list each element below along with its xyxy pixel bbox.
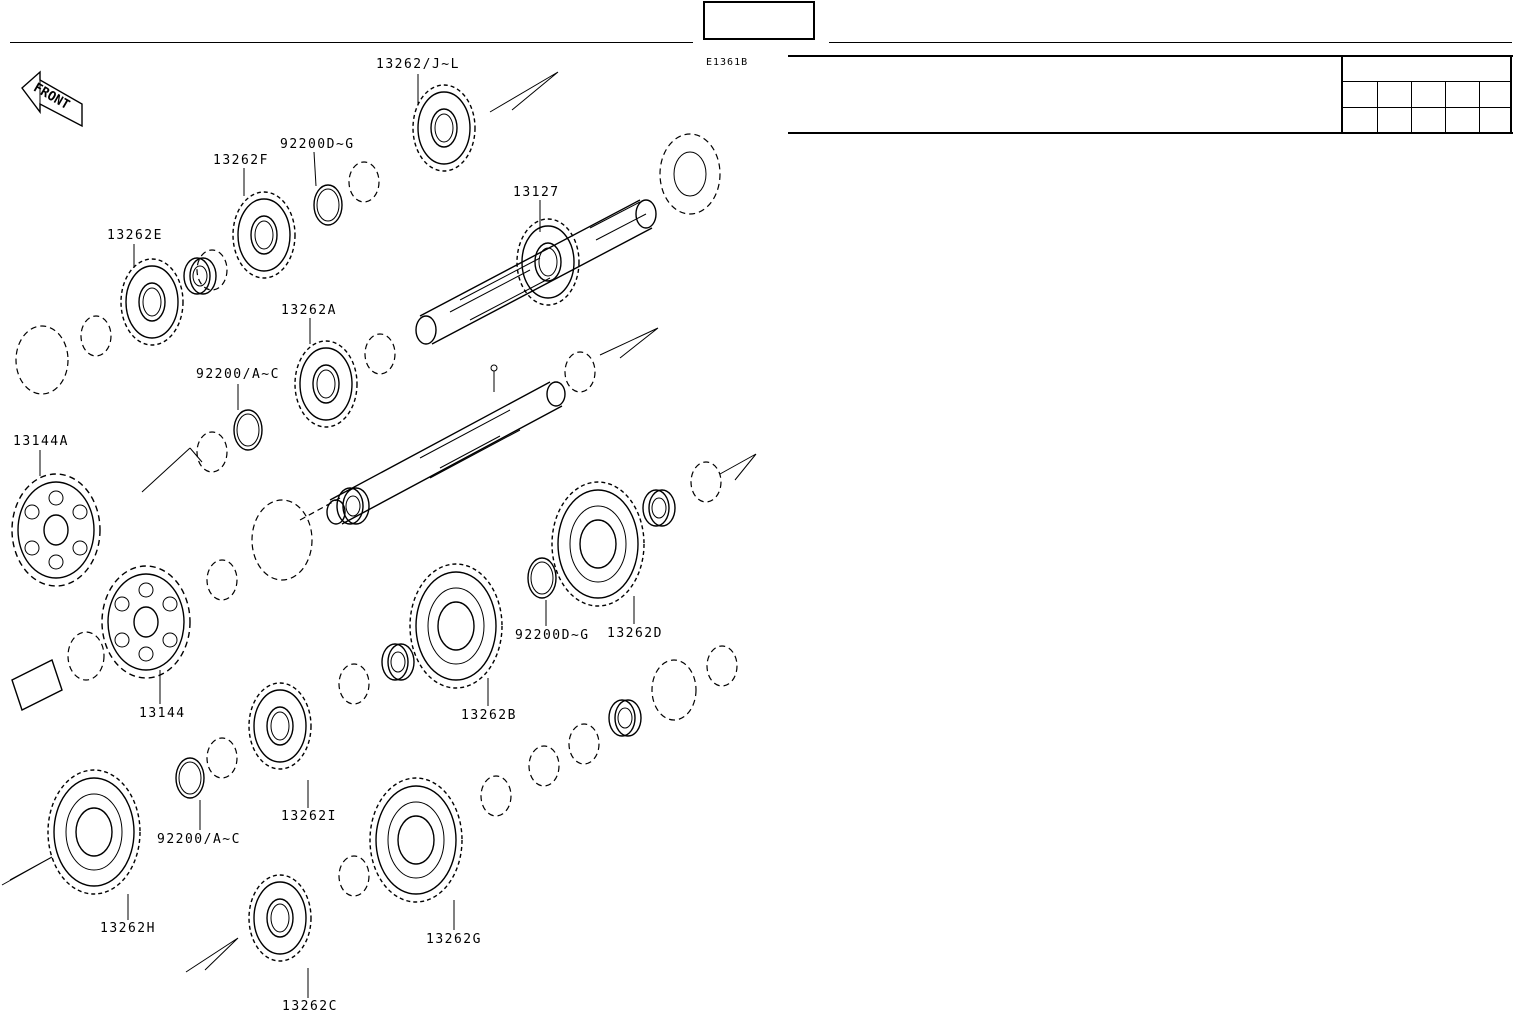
part-label-92200ac-bot: 92200/A~C xyxy=(157,832,241,847)
reference-box xyxy=(703,1,815,40)
part-label-92200dg-top: 92200D~G xyxy=(280,137,355,152)
part-label-13262f: 13262F xyxy=(213,153,269,168)
part-label-13262b: 13262B xyxy=(461,708,517,723)
info-table xyxy=(788,55,1513,134)
part-label-92200dg-mid: 92200D~G xyxy=(515,628,590,643)
figure-code: E1361B xyxy=(706,57,749,68)
part-label-13262i: 13262I xyxy=(281,809,337,824)
main-shaft xyxy=(415,199,657,345)
part-label-13262-jl: 13262/J~L xyxy=(376,57,460,72)
part-label-13262a: 13262A xyxy=(281,303,337,318)
part-label-92200ac-top: 92200/A~C xyxy=(196,367,280,382)
info-grid xyxy=(1341,55,1512,134)
header-rule-left xyxy=(10,42,693,43)
part-label-13262c: 13262C xyxy=(282,999,338,1014)
part-label-13127: 13127 xyxy=(513,185,560,200)
part-label-13262e: 13262E xyxy=(107,228,163,243)
part-label-13144: 13144 xyxy=(139,706,186,721)
part-label-13262d: 13262D xyxy=(607,626,663,641)
part-label-13262h: 13262H xyxy=(100,921,156,936)
front-arrow-icon xyxy=(21,70,83,128)
counter-shaft xyxy=(299,364,566,525)
part-label-13144a: 13144A xyxy=(13,434,69,449)
header-rule-right xyxy=(829,42,1512,43)
part-label-13262g: 13262G xyxy=(426,932,482,947)
